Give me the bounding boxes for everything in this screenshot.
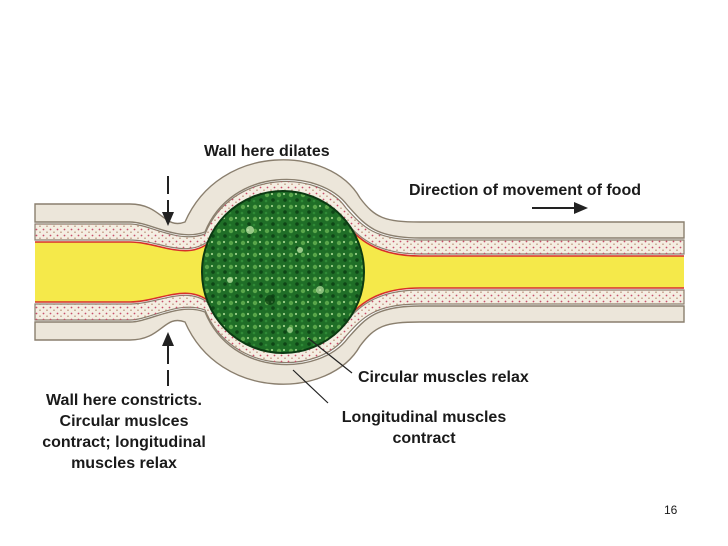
leader-longitudinal <box>292 369 329 404</box>
constriction-arrow-top <box>162 176 174 226</box>
constricts-label-line1: Wall here constricts. <box>46 392 202 409</box>
direction-arrow <box>532 202 588 214</box>
constricts-label-line4: muscles relax <box>71 455 177 472</box>
constricts-label-line3: contract; longitudinal <box>42 434 206 451</box>
circular-relax-label: Circular muscles relax <box>358 369 529 386</box>
longitudinal-label-line1: Longitudinal muscles <box>341 409 507 426</box>
wall-constricts-label: Wall here constricts. Circular muslces c… <box>8 390 240 474</box>
food-bolus <box>201 190 365 354</box>
longitudinal-label-line2: contract <box>392 430 456 447</box>
direction-label: Direction of movement of food <box>409 182 641 199</box>
longitudinal-contract-label: Longitudinal muscles contract <box>306 407 542 449</box>
page-number: 16 <box>664 503 678 517</box>
upper-outer-muscle-layer <box>34 159 685 239</box>
upper-speckle-layer <box>35 181 684 254</box>
lower-speckle-layer <box>35 290 684 363</box>
lower-outer-muscle-layer <box>34 305 685 385</box>
wall-dilates-label: Wall here dilates <box>204 143 330 160</box>
leader-circular-relax <box>307 337 353 374</box>
food-bolus-highlights <box>227 226 324 333</box>
constricts-label-line2: Circular muslces <box>59 413 189 430</box>
constriction-arrow-bottom <box>162 332 174 386</box>
